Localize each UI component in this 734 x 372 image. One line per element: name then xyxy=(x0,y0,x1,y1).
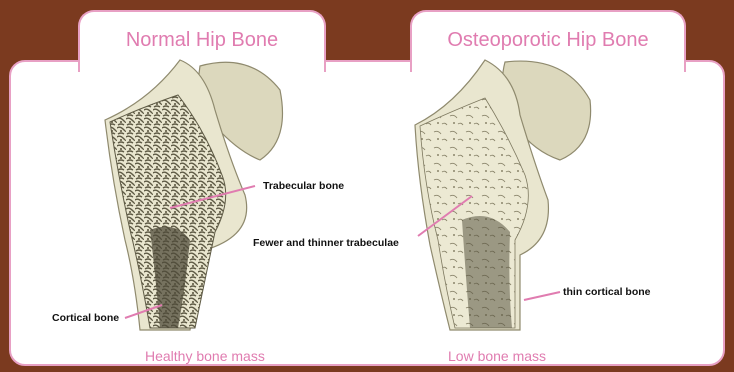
caption-healthy-bone-mass: Healthy bone mass xyxy=(145,348,265,364)
caption-low-bone-mass: Low bone mass xyxy=(448,348,546,364)
label-trabecular-bone: Trabecular bone xyxy=(263,180,344,192)
label-cortical-bone: Cortical bone xyxy=(52,312,119,324)
normal-femur xyxy=(105,60,283,330)
label-thin-cortical-bone: thin cortical bone xyxy=(563,286,651,298)
leader-cortical-osteo xyxy=(524,292,560,300)
label-fewer-thinner-trabeculae: Fewer and thinner trabeculae xyxy=(253,237,399,249)
